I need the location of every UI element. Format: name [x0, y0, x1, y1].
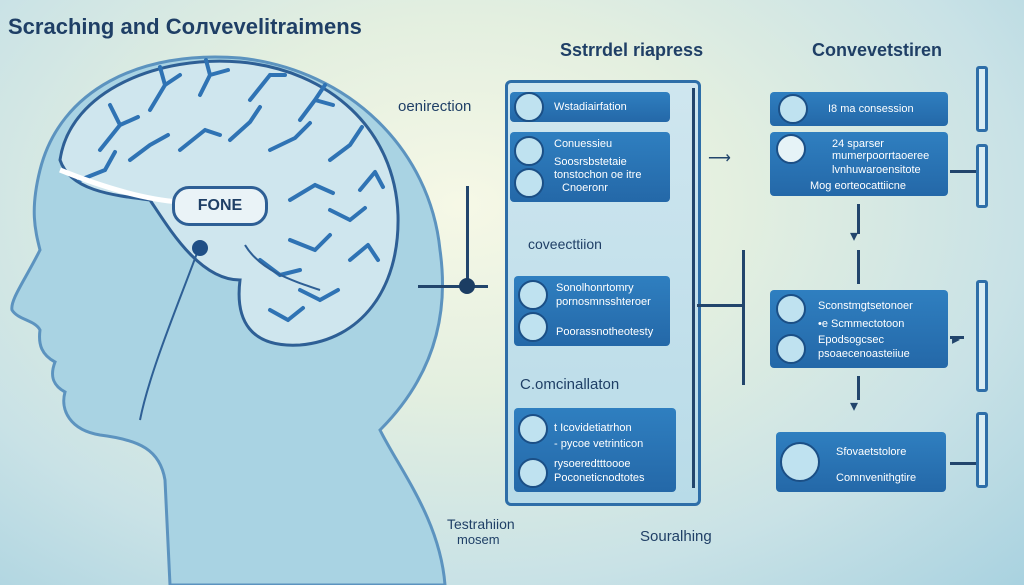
right-box-2: 24 sparser mumerpoorrtaoeree lvnhuwaroen…: [770, 132, 948, 196]
middle-box-3: Sonolhonrtomry pornosmnsshteroer Poorass…: [514, 276, 670, 346]
neuron-branches: [78, 58, 385, 322]
arrow-down-1: ▾: [850, 228, 859, 245]
bottom-left-line1: Testrahiion: [447, 516, 515, 532]
head-icon: [776, 134, 806, 164]
connector-dot: [459, 278, 475, 294]
brush-icon: [518, 458, 548, 488]
right-conn-2: [857, 250, 860, 284]
middle-label-2: coveecttiion: [528, 236, 602, 252]
right-bar-link-2: [950, 336, 964, 339]
hand-icon: [518, 312, 548, 342]
left-label: oenirection: [398, 98, 472, 115]
right-box-3: Sconstmgtsetonoer •e Scmmectotoon Epodso…: [770, 290, 948, 368]
gear-person-icon: [776, 294, 806, 324]
bottom-left-line2: mosem: [457, 532, 500, 547]
person-icon: [514, 136, 544, 166]
right-bar-2: [976, 144, 988, 208]
right-bar-link-1: [950, 170, 976, 173]
arrow-right-1: ⟶: [708, 150, 731, 167]
middle-column-title: Sstrrdel riapress: [560, 40, 704, 60]
profile-icon: [776, 334, 806, 364]
middle-box-1: Wstadiairfation: [510, 92, 670, 122]
right-conn-3: [857, 376, 860, 400]
connector-horizontal: [418, 285, 488, 288]
middle-box-2: Conuessieu Soosrsbstetaie tonstochon oe …: [510, 132, 670, 202]
node-dot: [192, 240, 208, 256]
right-box-4: Sfovaetstolore Comnvenithgtire: [776, 432, 946, 492]
page-title: Scraching and Coлvevelitraimens: [8, 14, 362, 39]
middle-label-3: C.omcinallaton: [520, 376, 620, 393]
fone-label: FONE: [172, 186, 268, 226]
pen-icon: [514, 168, 544, 198]
brain-icon: [778, 94, 808, 124]
right-bar-3: [976, 280, 988, 392]
figure-icon: [514, 92, 544, 122]
right-bar-link-3: [950, 462, 976, 465]
right-bar-4: [976, 412, 988, 488]
panel-divider: [692, 88, 695, 488]
flask-icon: [518, 414, 548, 444]
right-bar-1: [976, 66, 988, 132]
eye-icon: [518, 280, 548, 310]
arrow-right-2: ▸: [952, 331, 961, 348]
arrow-down-2: ▾: [850, 398, 859, 415]
right-column-title: Convevetstiren: [812, 40, 943, 60]
connector-vertical: [466, 186, 469, 286]
person-bust-icon: [780, 442, 820, 482]
connector-right-vertical: [742, 250, 745, 385]
connector-right-horizontal: [697, 304, 745, 307]
bottom-right-label: Souralhing: [640, 528, 712, 545]
middle-box-4: t Icovidetiatrhon - pycoe vetrinticon ry…: [514, 408, 676, 492]
right-conn-1: [857, 204, 860, 234]
right-box-1: I8 ma consession: [770, 92, 948, 126]
